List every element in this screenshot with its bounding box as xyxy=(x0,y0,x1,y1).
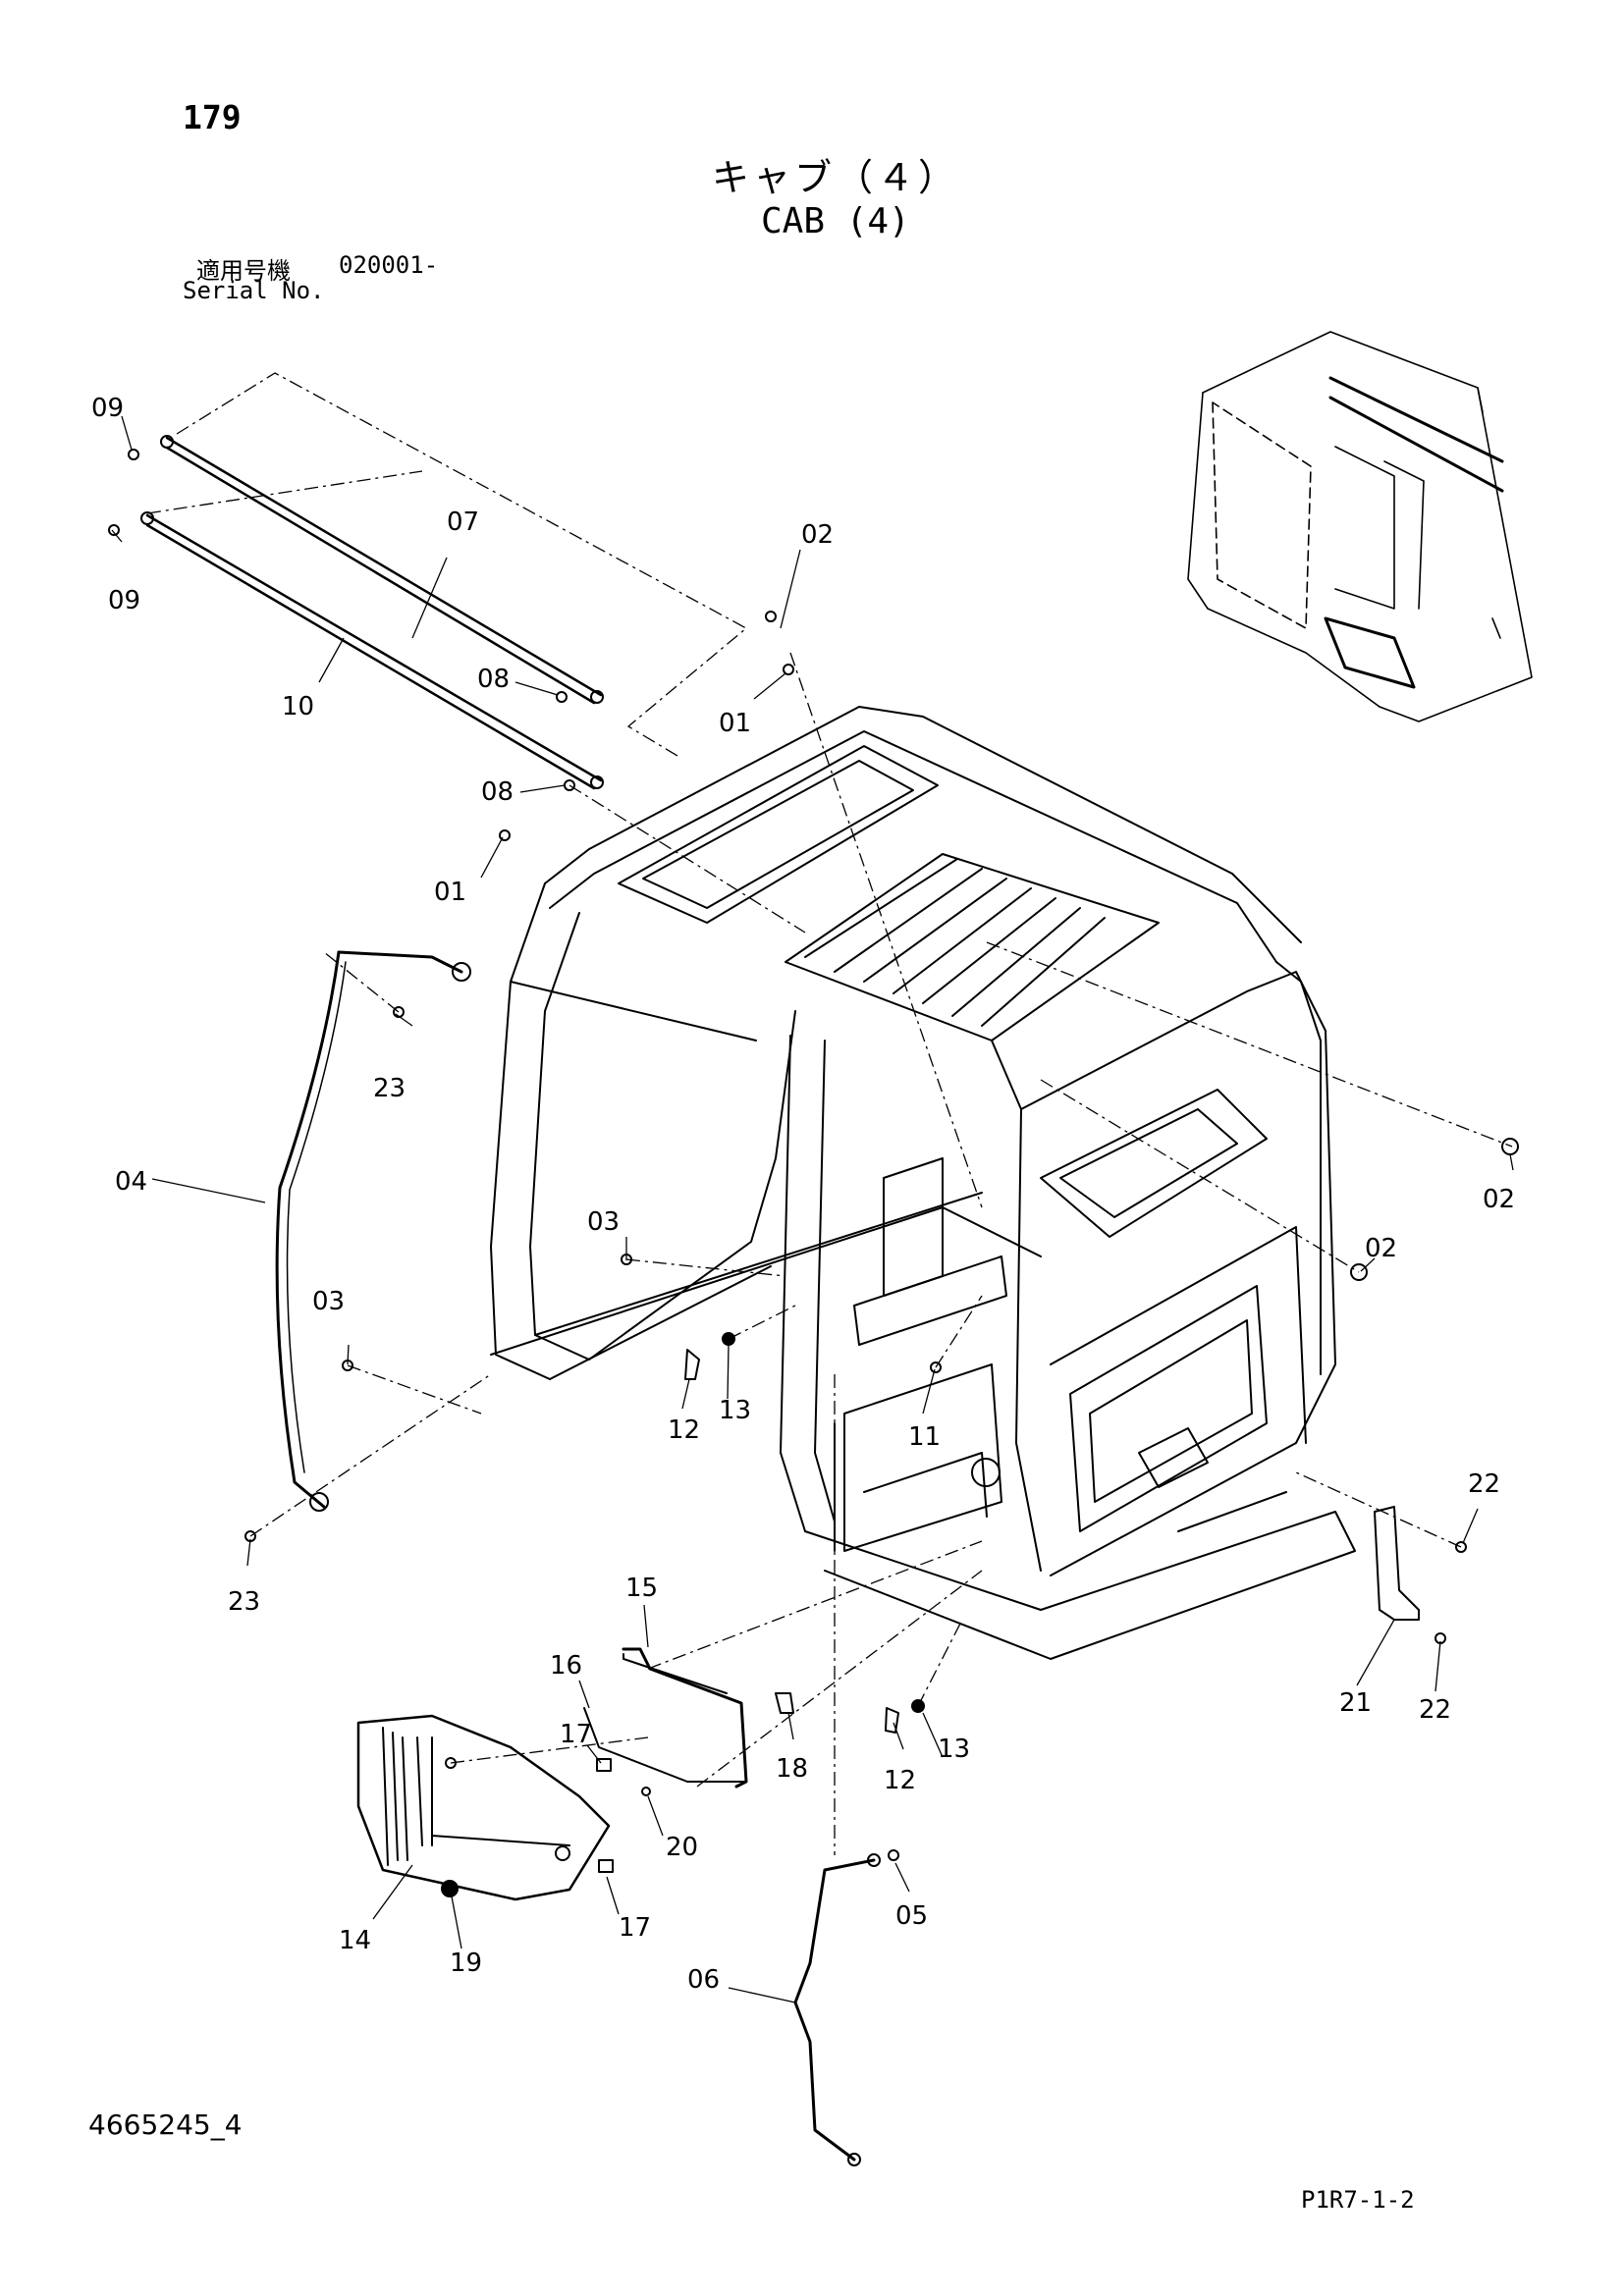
callout-12-upper: 12 xyxy=(668,1415,700,1445)
callout-01-upper: 01 xyxy=(719,709,751,738)
seal-15-16 xyxy=(583,1647,748,1789)
callout-02-top: 02 xyxy=(801,520,834,550)
callout-23-upper: 23 xyxy=(373,1074,406,1103)
callout-17-upper: 17 xyxy=(560,1720,592,1749)
callout-13-upper: 13 xyxy=(719,1396,751,1425)
title-japanese: キャブ（４） xyxy=(712,156,960,199)
title-english: CAB (4) xyxy=(761,201,910,241)
strut-10 xyxy=(140,511,604,790)
callout-13-lower: 13 xyxy=(938,1735,970,1764)
callout-03-lower: 03 xyxy=(312,1287,345,1316)
callout-11: 11 xyxy=(908,1422,941,1452)
callout-18: 18 xyxy=(776,1754,808,1784)
callout-22-lower: 22 xyxy=(1419,1695,1451,1725)
bar-04 xyxy=(275,950,471,1512)
callout-14: 14 xyxy=(339,1926,371,1955)
callout-09-upper: 09 xyxy=(91,394,124,423)
inset-cab-thumbnail xyxy=(1187,331,1533,722)
callout-22-upper: 22 xyxy=(1468,1469,1500,1499)
cover-14 xyxy=(356,1714,611,1901)
strut-07 xyxy=(160,435,604,705)
callout-20: 20 xyxy=(666,1833,698,1862)
callout-17-lower: 17 xyxy=(619,1913,651,1943)
callout-10: 10 xyxy=(282,692,314,721)
callout-06: 06 xyxy=(687,1965,720,1995)
page-code: P1R7-1-2 xyxy=(1301,2186,1415,2214)
callout-labels: 09 09 07 10 08 08 02 01 01 23 04 03 03 1… xyxy=(91,394,1515,1995)
callout-08-lower: 08 xyxy=(481,777,514,807)
callout-05: 05 xyxy=(895,1901,928,1931)
callout-04: 04 xyxy=(115,1167,147,1197)
serial-label-japanese: 適用号機 xyxy=(196,257,291,285)
bar-06 xyxy=(793,1853,881,2166)
callout-leaders xyxy=(111,415,1514,2003)
serial-range: 020001- xyxy=(339,251,439,279)
callout-19: 19 xyxy=(450,1949,482,1978)
page-number: 179 xyxy=(183,98,242,136)
hardware xyxy=(109,450,1519,1897)
callout-07: 07 xyxy=(447,507,479,537)
document-number: 4665245_4 xyxy=(88,2109,243,2141)
callout-08-upper: 08 xyxy=(477,665,510,694)
serial-label-english: Serial No. xyxy=(183,277,325,304)
callout-16: 16 xyxy=(550,1651,582,1681)
leader-lines xyxy=(146,372,1513,1855)
callout-02-mid: 02 xyxy=(1365,1234,1397,1263)
callout-09-lower: 09 xyxy=(108,586,140,615)
callout-15: 15 xyxy=(625,1574,658,1603)
callout-02-right: 02 xyxy=(1483,1185,1515,1214)
callout-21: 21 xyxy=(1339,1688,1372,1718)
callout-12-lower: 12 xyxy=(884,1766,916,1795)
callout-01-lower: 01 xyxy=(434,878,466,907)
cab-frame xyxy=(490,706,1356,1660)
callout-23-lower: 23 xyxy=(228,1587,260,1617)
callout-03-upper: 03 xyxy=(587,1207,620,1237)
